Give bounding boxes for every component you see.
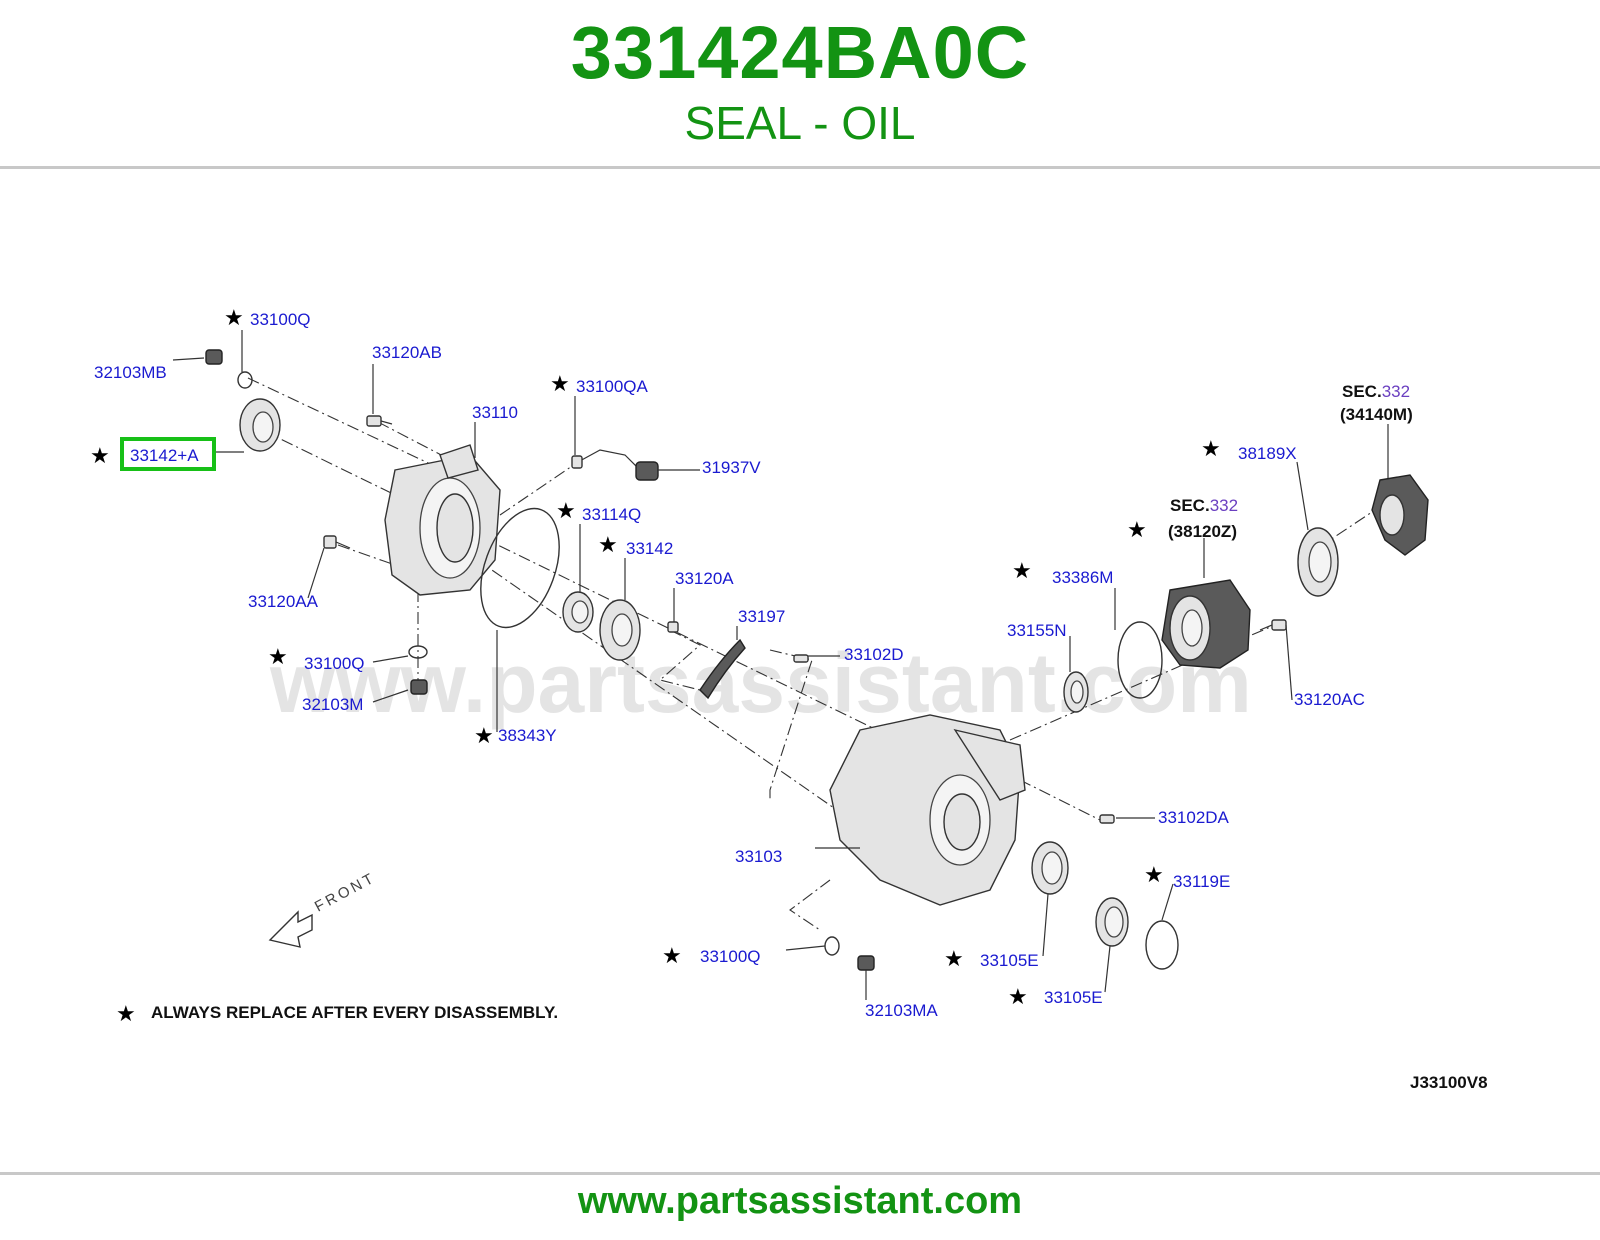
plug-32103mb xyxy=(205,349,223,365)
diagram-code: J33100V8 xyxy=(1410,1073,1488,1092)
ring-33100q-top xyxy=(237,371,253,389)
cover-33110 xyxy=(384,444,501,596)
coupling-38120z xyxy=(1161,579,1251,669)
star-icon: ★ xyxy=(116,1002,136,1027)
part-description: SEAL - OIL xyxy=(684,97,916,149)
star-icon: ★ xyxy=(268,645,288,670)
header-divider xyxy=(0,166,1600,169)
callout-38189x[interactable]: 38189X xyxy=(1238,444,1297,463)
case-33103 xyxy=(829,714,1026,906)
callout-33100q-bot[interactable]: 33100Q xyxy=(700,947,761,966)
seal-33142 xyxy=(599,599,641,661)
highlight-box xyxy=(120,437,216,471)
callout-33386m[interactable]: 33386M xyxy=(1052,568,1113,587)
plug-32103m xyxy=(410,679,428,695)
callout-33142a[interactable]: 33142+A xyxy=(130,446,199,465)
section-ref-2-text[interactable]: SEC.332 xyxy=(1170,496,1238,515)
oring-33386m xyxy=(1117,621,1163,699)
callout-33155n[interactable]: 33155N xyxy=(1007,621,1067,640)
front-direction-arrow: FRONT xyxy=(268,869,379,948)
star-icon: ★ xyxy=(1144,863,1164,888)
plug-32103ma xyxy=(857,955,875,971)
oring-38343y xyxy=(480,507,560,629)
sensor-31937v xyxy=(571,449,659,481)
callout-33100q-mid[interactable]: 33100Q xyxy=(304,654,365,673)
star-icon: ★ xyxy=(90,444,110,469)
seal-33105e-1 xyxy=(1031,841,1069,895)
ring-33100q-bot xyxy=(824,936,840,956)
star-icon: ★ xyxy=(662,944,682,969)
page-header: 331424BA0C SEAL - OIL xyxy=(0,0,1600,168)
callout-33102da[interactable]: 33102DA xyxy=(1158,808,1230,827)
section-ref-38120z: SEC.332 (38120Z) xyxy=(1168,496,1238,541)
callout-33120a[interactable]: 33120A xyxy=(675,569,734,588)
section-ref-34140m: SEC.332 (34140M) xyxy=(1340,382,1413,424)
callout-33100qa[interactable]: 33100QA xyxy=(576,377,648,396)
callout-33105e-2[interactable]: 33105E xyxy=(1044,988,1103,1007)
callout-31937v[interactable]: 31937V xyxy=(702,458,761,477)
star-icon: ★ xyxy=(474,724,494,749)
callout-33120ab[interactable]: 33120AB xyxy=(372,343,442,362)
star-icon: ★ xyxy=(1127,518,1147,543)
replacement-note: ALWAYS REPLACE AFTER EVERY DISASSEMBLY. xyxy=(151,1003,558,1022)
star-icon: ★ xyxy=(556,499,576,524)
footer-website-link[interactable]: www.partsassistant.com xyxy=(577,1180,1023,1222)
callout-33114q[interactable]: 33114Q xyxy=(582,505,641,524)
callout-33120ac[interactable]: 33120AC xyxy=(1294,690,1365,709)
section-ref-1-part: (34140M) xyxy=(1340,405,1413,424)
callout-33110[interactable]: 33110 xyxy=(472,403,518,422)
bolt-33120ac xyxy=(1259,619,1287,631)
callout-labels: 33100Q 32103MB 33120AB 33100QA 33110 331… xyxy=(94,310,1365,1020)
shim-38189x xyxy=(1297,527,1339,597)
star-icon: ★ xyxy=(598,533,618,558)
star-icon: ★ xyxy=(1008,985,1028,1010)
callout-33100q-top[interactable]: 33100Q xyxy=(250,310,311,329)
footer-divider xyxy=(0,1172,1600,1175)
star-icon: ★ xyxy=(1201,437,1221,462)
callout-33197[interactable]: 33197 xyxy=(738,607,785,626)
part-number-title: 331424BA0C xyxy=(570,11,1030,94)
section-ref-1-text[interactable]: SEC.332 xyxy=(1342,382,1410,401)
bolt-33120ab xyxy=(366,415,393,427)
callout-38343y[interactable]: 38343Y xyxy=(498,726,557,745)
callout-33120aa[interactable]: 33120AA xyxy=(248,592,319,611)
callout-33103[interactable]: 33103 xyxy=(735,847,782,866)
seal-33105e-2 xyxy=(1095,897,1129,947)
bolt-33120aa xyxy=(323,535,351,549)
replace-stars: ★ ★ ★ ★ ★ ★ ★ ★ ★ ★ ★ ★ ★ ★ ★ xyxy=(90,306,1221,1027)
callout-32103ma[interactable]: 32103MA xyxy=(865,1001,938,1020)
bracket-33197 xyxy=(699,638,746,700)
assembly-axis-lines xyxy=(247,377,1376,931)
flange-34140m xyxy=(1371,474,1429,556)
leader-lines xyxy=(172,330,1389,1000)
star-icon: ★ xyxy=(944,947,964,972)
seal-33142a xyxy=(239,398,281,452)
callout-33105e-1[interactable]: 33105E xyxy=(980,951,1039,970)
watermark-text: www.partsassistant.com xyxy=(269,636,1252,730)
front-label: FRONT xyxy=(312,869,379,915)
bolt-33120a xyxy=(667,621,679,633)
bearing-33114q xyxy=(562,591,594,633)
section-ref-2-part: (38120Z) xyxy=(1168,522,1237,541)
ring-33100q-mid xyxy=(408,645,428,659)
shim-33155n xyxy=(1063,671,1089,713)
ring-33119e xyxy=(1145,920,1179,970)
callout-33142[interactable]: 33142 xyxy=(626,539,673,558)
callout-32103mb[interactable]: 32103MB xyxy=(94,363,167,382)
pin-33102d xyxy=(793,654,809,663)
star-icon: ★ xyxy=(224,306,244,331)
pin-33102da xyxy=(1099,814,1115,824)
callout-33102d[interactable]: 33102D xyxy=(844,645,904,664)
star-icon: ★ xyxy=(550,372,570,397)
star-icon: ★ xyxy=(1012,559,1032,584)
callout-33119e[interactable]: 33119E xyxy=(1173,872,1230,891)
callout-32103m[interactable]: 32103M xyxy=(302,695,363,714)
